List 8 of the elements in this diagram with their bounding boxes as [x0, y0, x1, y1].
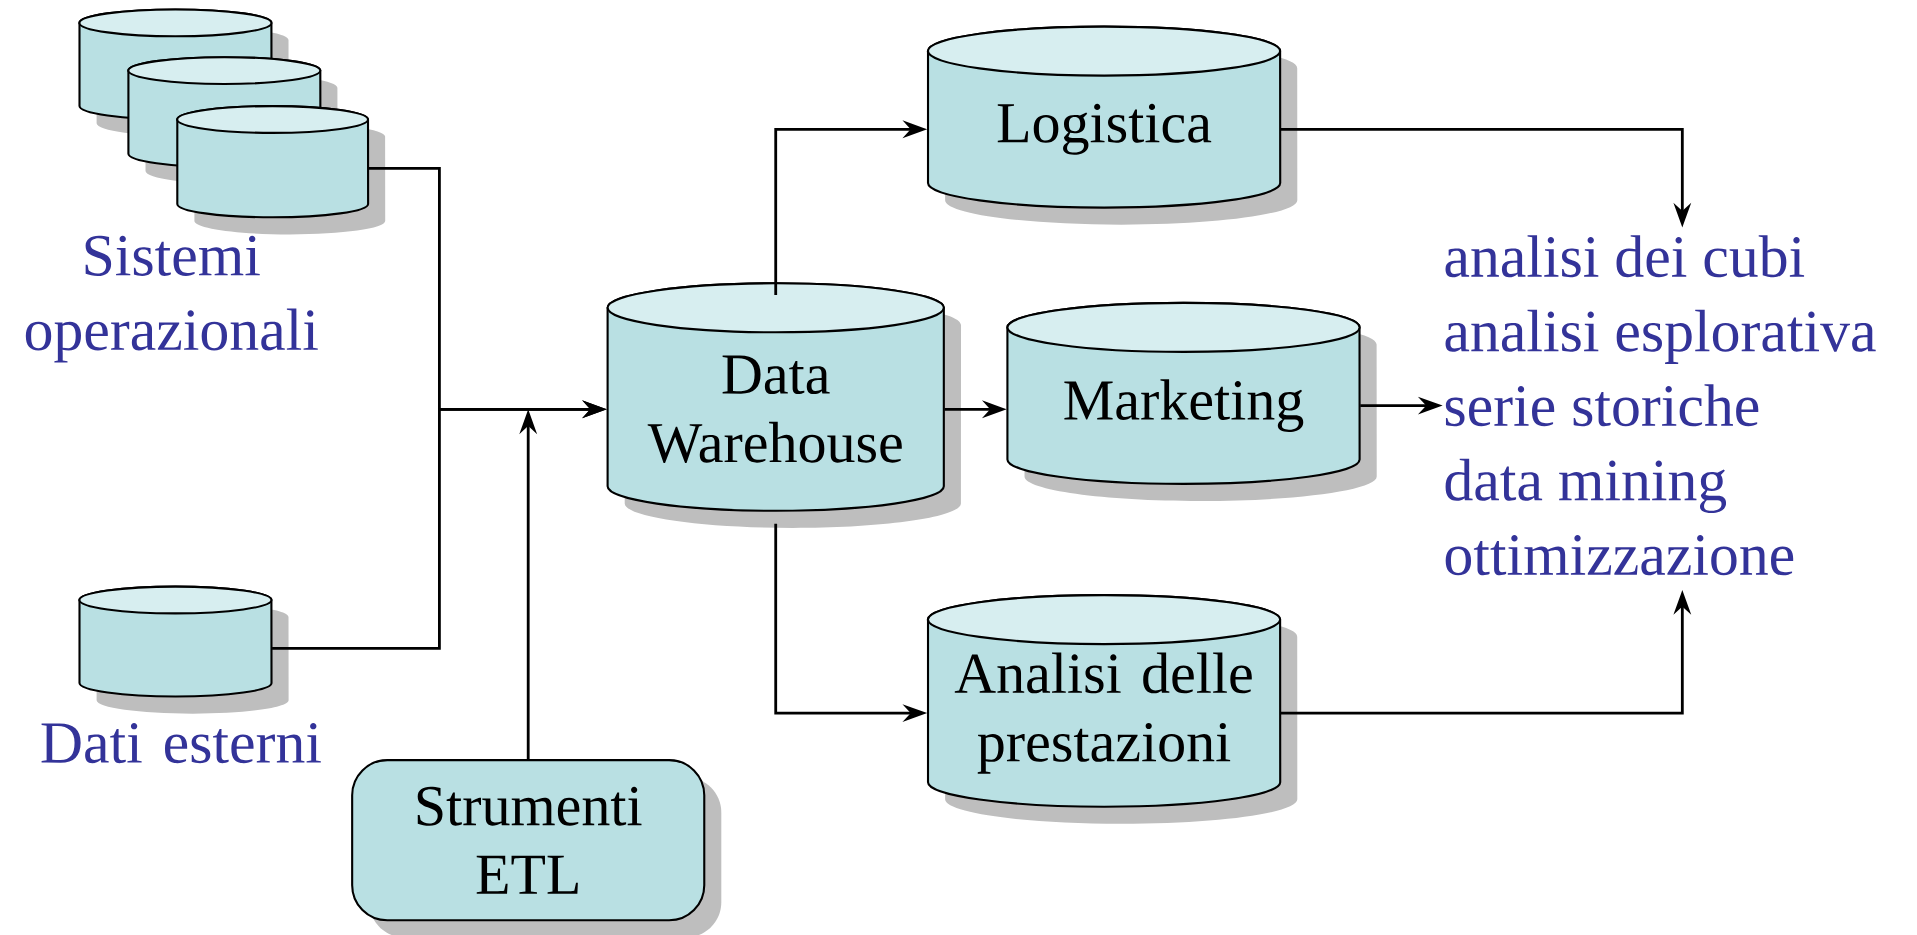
process-box: Strumenti ETL — [351, 759, 722, 935]
node-caption: Sistemi operazionali — [25, 235, 318, 363]
database-cylinder: Logistica — [926, 25, 1298, 225]
node-caption: Dati esterni — [41, 723, 321, 764]
database-cylinder: Data Warehouse — [606, 282, 961, 528]
database-cylinder: Analisi delle prestazioni — [926, 594, 1298, 824]
database-cylinder: Marketing — [1006, 301, 1377, 501]
analysis-list: analisi dei cubi analisi esplorativa serie storiche data mining ottimizzazione — [1445, 235, 1876, 576]
